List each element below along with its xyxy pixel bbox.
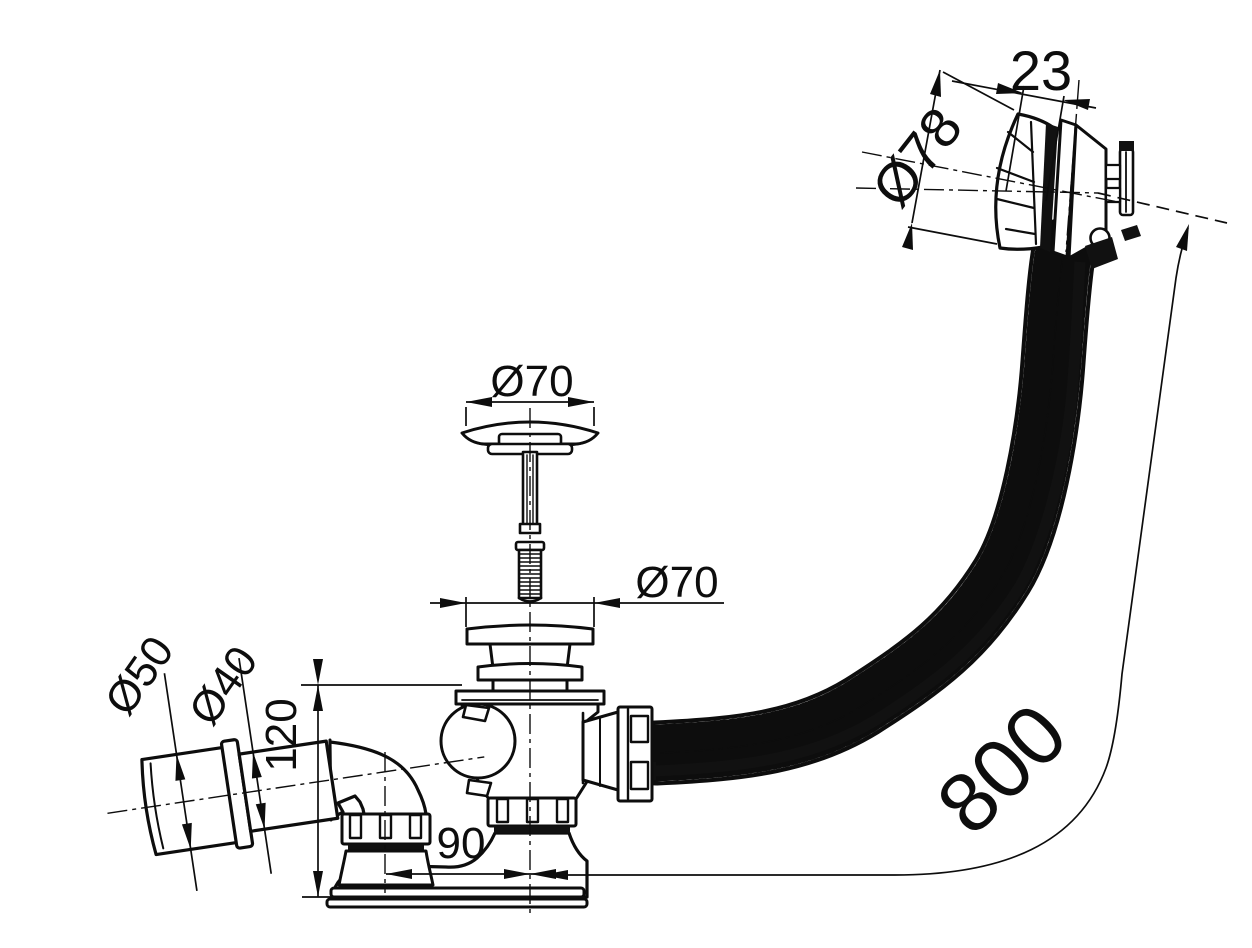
dim-label-pipe-neck: Ø40 bbox=[180, 638, 268, 734]
dim-label-knob-diameter: Ø78 bbox=[859, 96, 974, 218]
dim-install-height: 120 bbox=[257, 659, 462, 898]
dim-knob-width: 23 bbox=[951, 39, 1097, 202]
dim-plug-cap-diameter: Ø70 bbox=[465, 357, 595, 426]
dim-pipe-outer-diameter-lines bbox=[163, 673, 198, 892]
centerlines bbox=[384, 79, 1119, 916]
dim-label-height: 120 bbox=[257, 698, 306, 771]
dim-label-flange: Ø70 bbox=[635, 558, 718, 607]
flexible-overflow-hose bbox=[623, 217, 1097, 786]
hose-union-nut bbox=[616, 705, 654, 803]
dim-label-knob-width: 23 bbox=[1010, 39, 1072, 102]
outlet-elbow bbox=[328, 738, 435, 887]
overflow-control-knob bbox=[994, 112, 1141, 269]
trap-union-nut bbox=[486, 796, 578, 833]
trap-tee-body bbox=[439, 702, 654, 803]
dim-pipe-neck-diameter-lines bbox=[238, 657, 273, 874]
dim-label-plug-cap: Ø70 bbox=[490, 357, 573, 406]
dim-knob-diameter: Ø78 bbox=[859, 69, 1015, 250]
outlet-pipe bbox=[107, 657, 485, 892]
snap-clip-top bbox=[461, 703, 491, 723]
dim-outlet-offset: 90 bbox=[386, 819, 560, 879]
snap-clip-bottom bbox=[465, 778, 493, 798]
dim-label-offset: 90 bbox=[437, 819, 486, 868]
dim-label-cable-length: 800 bbox=[919, 686, 1085, 852]
dim-flange-diameter: Ø70 bbox=[430, 558, 724, 627]
